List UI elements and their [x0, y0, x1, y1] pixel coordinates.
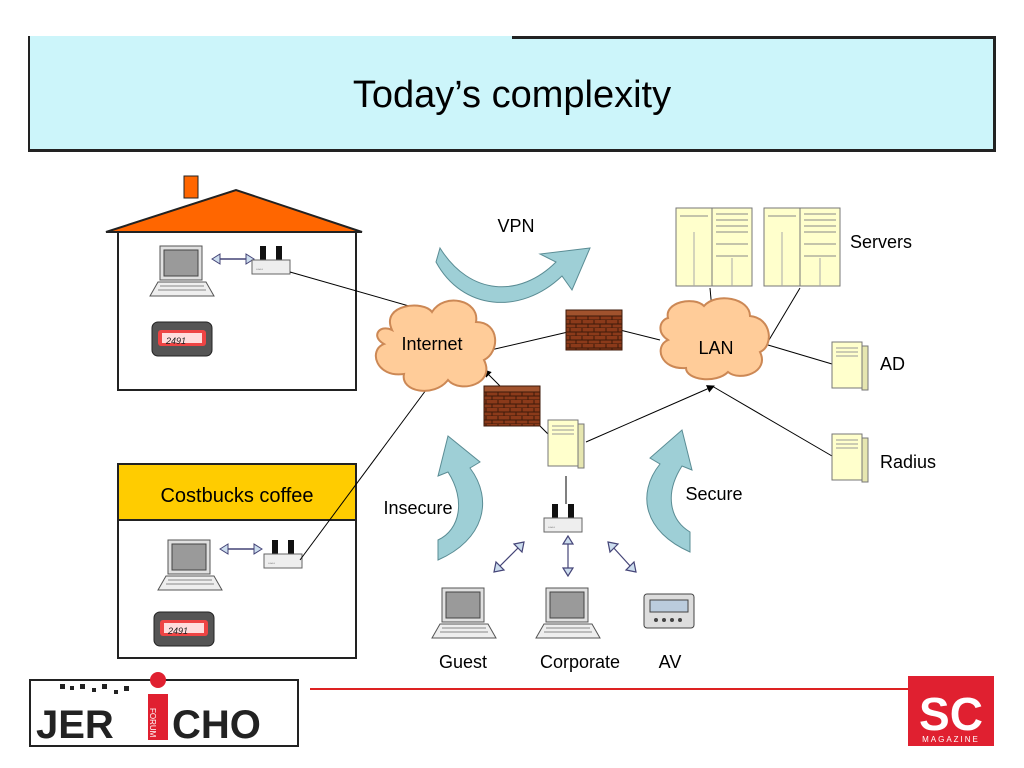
- chimney: [183, 175, 199, 199]
- access-point-icon: [543, 503, 583, 533]
- cafe-label: Costbucks coffee: [160, 485, 313, 507]
- title-box: [28, 36, 996, 152]
- home-link-arrowheads: [211, 253, 255, 265]
- cafe-internet-line: [299, 389, 427, 561]
- page-title: Today’s complexity: [352, 74, 672, 116]
- guest-laptop-icon: [431, 587, 497, 639]
- guest-label: Guest: [439, 652, 487, 672]
- corporate-label: Corporate: [540, 652, 620, 672]
- jericho-logo-forum: FORUM: [148, 708, 157, 738]
- corporate-laptop-icon: [535, 587, 601, 639]
- firewall-internet-arrow: [481, 331, 569, 355]
- lan-label: LAN: [698, 338, 733, 358]
- cafe-token-display: 2491: [167, 626, 188, 636]
- ad-label: AD: [880, 354, 905, 374]
- firewall-lan-line: [619, 329, 661, 341]
- server-rack-2-icon: [763, 207, 841, 287]
- sc-logo-subtext: MAGAZINE: [922, 735, 980, 744]
- sc-magazine-logo: SC MAGAZINE: [908, 676, 994, 746]
- secure-label: Secure: [685, 484, 742, 504]
- radius-lan-line: [711, 385, 833, 457]
- gateway-server-icon: [547, 419, 585, 469]
- jericho-logo-left: JER: [36, 703, 114, 747]
- server2-lan-line: [765, 287, 801, 346]
- internet-cloud: Internet: [374, 299, 497, 392]
- radius-label: Radius: [880, 452, 936, 472]
- cafe-banner: [117, 463, 357, 521]
- wifi-firewall-icon: [483, 389, 541, 427]
- footer-divider: [310, 688, 908, 690]
- av-label: AV: [659, 652, 682, 672]
- radius-server-icon: [831, 433, 869, 483]
- av-device-icon: [643, 593, 695, 629]
- ad-server-icon: [831, 341, 869, 391]
- house-body: [117, 231, 357, 391]
- perimeter-firewall-cap: [565, 309, 623, 317]
- cafe-network: Costbucks coffee 2491: [117, 463, 357, 659]
- vpn-arrow: VPN: [435, 216, 591, 303]
- internet-label: Internet: [401, 334, 462, 354]
- secure-arrow: Secure: [646, 429, 743, 553]
- perimeter-firewall-icon: [565, 313, 623, 351]
- ad-lan-line: [767, 344, 833, 365]
- vpn-label: VPN: [497, 216, 534, 236]
- home-token-display: 2491: [165, 336, 186, 346]
- lan-cloud: LAN: [659, 297, 770, 381]
- jericho-logo-right: CHO: [172, 703, 261, 747]
- client-link-arrows: [493, 534, 637, 578]
- home-network: 2491: [105, 175, 363, 391]
- title-top-border: [512, 36, 996, 39]
- wifi-firewall-cap: [483, 385, 541, 393]
- server-rack-1-icon: [675, 207, 753, 287]
- wifi-lan-arrow: [585, 385, 715, 443]
- insecure-arrow: Insecure: [383, 435, 484, 561]
- cafe-link-arrowheads: [219, 543, 263, 555]
- jericho-forum-logo: JER FORUM CHO: [29, 672, 299, 747]
- insecure-label: Insecure: [383, 498, 452, 518]
- house-roof: [105, 188, 363, 233]
- servers-label: Servers: [850, 232, 912, 252]
- sc-logo-text: SC: [919, 688, 983, 740]
